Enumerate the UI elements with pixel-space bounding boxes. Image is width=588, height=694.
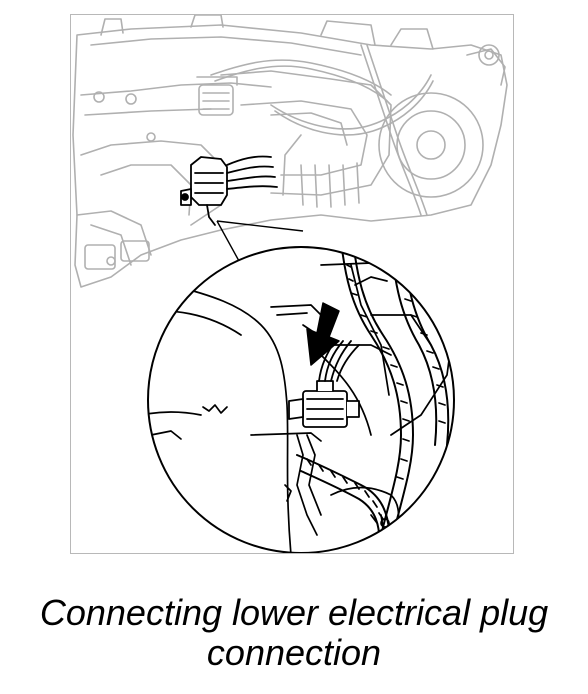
illustration-frame — [70, 14, 514, 554]
arrow-down-icon — [306, 302, 340, 366]
caption-line-2: connection — [206, 632, 382, 673]
lower-plug-overview — [180, 155, 278, 226]
magnifier-leader-lines — [216, 220, 304, 262]
figure-caption: Connecting lower electrical plug connect… — [0, 593, 588, 673]
magnifier-circle-icon — [147, 246, 455, 553]
heater-housing-illustration — [72, 15, 508, 553]
caption-line-1: Connecting lower electrical plug — [39, 592, 549, 633]
electrical-plug-icon — [288, 340, 360, 428]
heater-housing-background — [72, 15, 508, 288]
